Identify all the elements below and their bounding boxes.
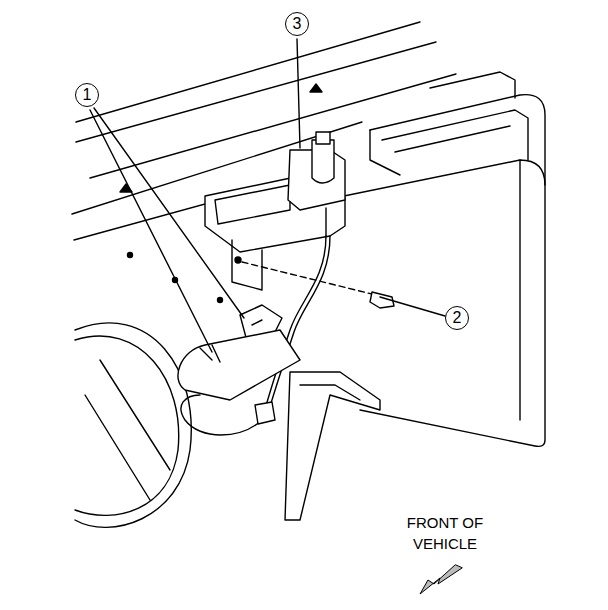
callout-number: 3 [285,12,309,36]
callout-number: 1 [75,83,99,107]
callout-number: 2 [445,306,469,330]
direction-label: FRONT OF VEHICLE [395,512,495,554]
